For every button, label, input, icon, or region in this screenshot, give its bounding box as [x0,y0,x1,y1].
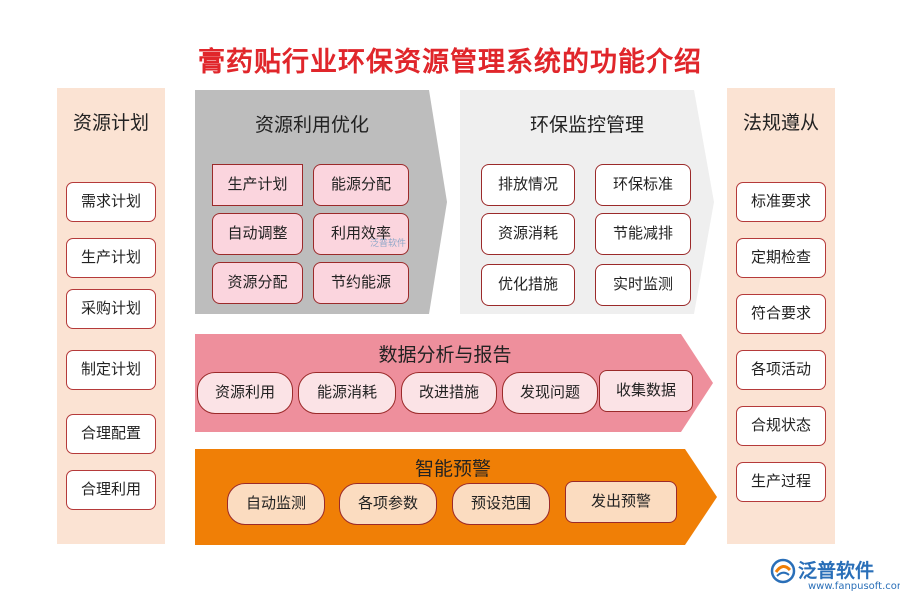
page-title: 膏药贴行业环保资源管理系统的功能介绍 [198,47,702,78]
right-item-conform: 符合要求 [736,294,826,334]
left-item-make-plan: 制定计划 [66,350,156,390]
left-item-production-plan: 生产计划 [66,238,156,278]
resource-plan-title: 资源计划 [72,112,149,134]
opt-item-resource-allocation: 资源分配 [212,262,303,304]
env-item-realtime: 实时监测 [595,264,691,306]
data-item-energy-consumption: 能源消耗 [298,372,396,414]
opt-item-production-plan: 生产计划 [212,164,303,206]
env-item-emission-reduction: 节能减排 [595,213,691,255]
env-item-standard: 环保标准 [595,164,691,206]
left-item-purchase-plan: 采购计划 [66,289,156,329]
compliance-title: 法规遵从 [742,112,819,134]
right-item-inspection: 定期检查 [736,238,826,278]
warning-item-auto-monitor: 自动监测 [227,483,325,525]
watermark: 泛普软件 [370,239,407,249]
left-item-demand-plan: 需求计划 [66,182,156,222]
resource-optimization-title: 资源利用优化 [254,114,369,136]
env-item-consumption: 资源消耗 [481,213,575,255]
brand-url: www.fanpusoft.com [808,581,900,592]
env-monitoring-arrow [460,90,714,314]
env-monitoring-title: 环保监控管理 [529,114,644,136]
warning-item-issue-alert: 发出预警 [565,481,677,523]
env-item-optimization: 优化措施 [481,264,575,306]
brand-swirl-icon [770,558,796,584]
opt-item-energy-allocation: 能源分配 [313,164,409,206]
right-item-standard: 标准要求 [736,182,826,222]
data-analysis-title: 数据分析与报告 [378,344,512,366]
left-item-allocation: 合理配置 [66,414,156,454]
brand-logo: 泛普软件 www.fanpusoft.com [770,556,900,600]
right-item-activities: 各项活动 [736,350,826,390]
resource-plan-column: 资源计划 需求计划 生产计划 采购计划 制定计划 合理配置 合理利用 [57,88,165,544]
warning-item-parameters: 各项参数 [339,483,437,525]
data-item-collect-data: 收集数据 [599,370,693,412]
opt-item-energy-saving: 节约能源 [313,262,409,304]
smart-warning-title: 智能预警 [414,458,491,480]
brand-name: 泛普软件 [798,560,875,582]
env-item-emission: 排放情况 [481,164,575,206]
compliance-column: 法规遵从 标准要求 定期检查 符合要求 各项活动 合规状态 生产过程 [727,88,835,544]
data-item-improvement: 改进措施 [401,372,497,414]
left-item-utilization: 合理利用 [66,470,156,510]
warning-item-preset-range: 预设范围 [452,483,550,525]
opt-item-efficiency: 利用效率 [313,213,409,255]
data-item-resource-use: 资源利用 [197,372,293,414]
right-item-process: 生产过程 [736,462,826,502]
opt-item-auto-adjust: 自动调整 [212,213,303,255]
right-item-status: 合规状态 [736,406,826,446]
data-item-find-issues: 发现问题 [502,372,598,414]
